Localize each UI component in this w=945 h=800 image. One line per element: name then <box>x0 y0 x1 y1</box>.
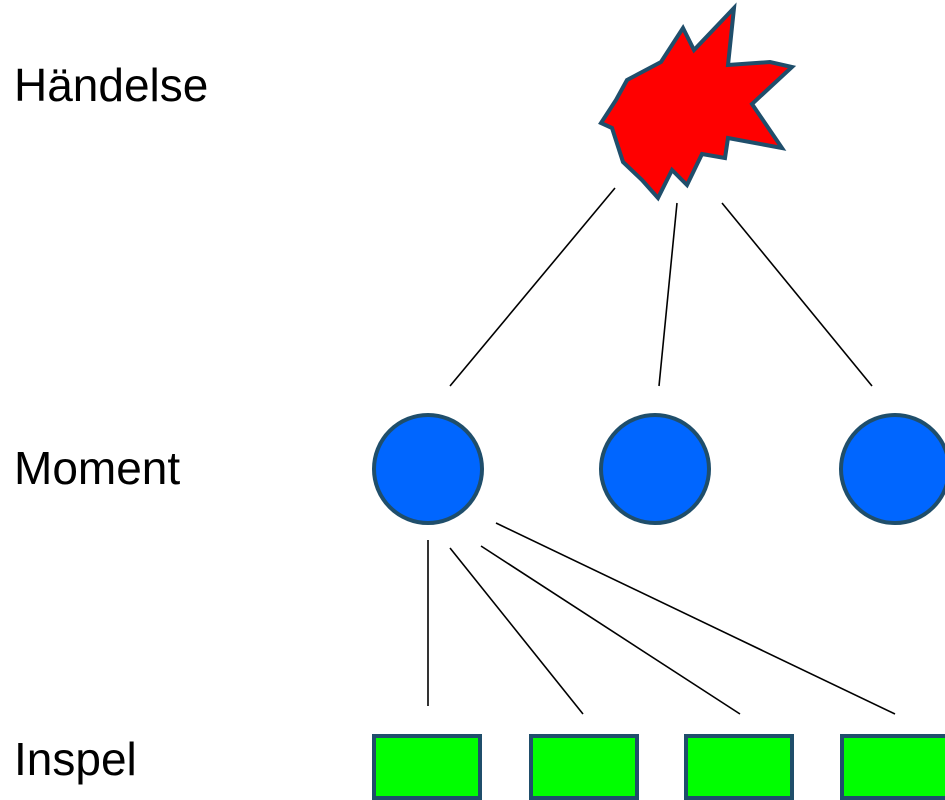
connector-event-moment-1 <box>449 187 616 387</box>
input-node-3 <box>684 734 794 800</box>
moment-node-2 <box>599 413 711 525</box>
level-label-moment: Moment <box>14 442 181 494</box>
connector-event-moment-3 <box>721 202 873 387</box>
moment-node-3 <box>839 413 945 525</box>
connector-moment-input-2 <box>449 547 584 715</box>
input-node-1 <box>372 734 482 800</box>
connector-event-moment-2 <box>658 202 678 387</box>
connector-moment-input-3 <box>480 545 741 715</box>
input-node-4 <box>840 734 945 800</box>
input-node-2 <box>529 734 639 800</box>
connector-moment-input-4 <box>495 522 896 715</box>
event-explosion-node <box>598 2 797 202</box>
level-label-event: Händelse <box>14 59 209 111</box>
moment-node-1 <box>372 413 484 525</box>
connectors <box>427 187 896 715</box>
level-label-input: Inspel <box>14 733 137 785</box>
